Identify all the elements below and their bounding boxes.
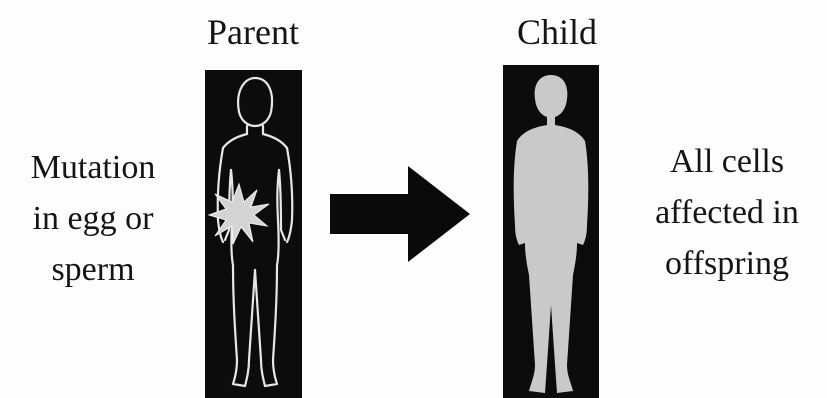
outcome-label: All cells affected in offspring bbox=[627, 136, 827, 289]
mutation-label-line: in egg or bbox=[0, 193, 186, 244]
mutation-label: Mutation in egg or sperm bbox=[0, 142, 186, 295]
mutation-label-line: sperm bbox=[0, 244, 186, 295]
outcome-label-line: offspring bbox=[627, 238, 827, 289]
child-panel bbox=[503, 65, 599, 398]
mutation-label-line: Mutation bbox=[0, 142, 186, 193]
child-heading: Child bbox=[482, 14, 632, 50]
parent-heading: Parent bbox=[178, 14, 328, 50]
outcome-label-line: affected in bbox=[627, 187, 827, 238]
starburst-icon bbox=[207, 182, 271, 246]
child-figure-icon bbox=[503, 65, 599, 398]
right-arrow-icon bbox=[330, 166, 472, 262]
outcome-label-line: All cells bbox=[627, 136, 827, 187]
